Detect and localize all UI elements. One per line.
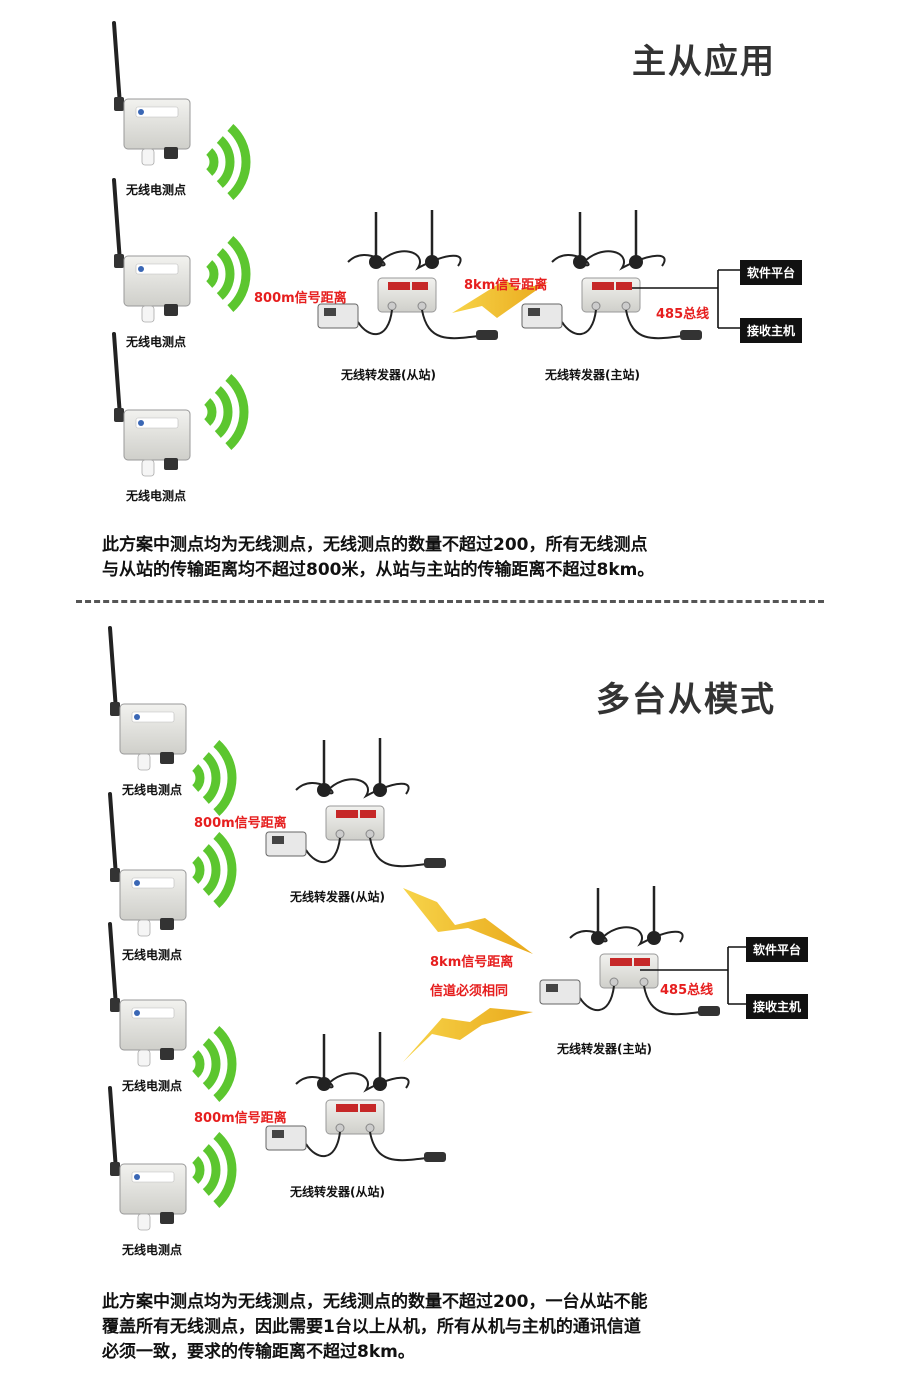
section-divider (76, 600, 824, 603)
description-line: 此方案中测点均为无线测点，无线测点的数量不超过200，一台从站不能 (102, 1292, 648, 1312)
sensor-label: 无线电测点 (126, 489, 187, 503)
description-line: 与从站的传输距离均不超过800米，从站与主站的传输距离不超过8km。 (102, 560, 655, 580)
signal-waves-icon (203, 374, 249, 450)
software-platform-box: 软件平台 (746, 937, 809, 962)
sensor-label: 无线电测点 (122, 1079, 183, 1093)
wireless-sensor-icon (108, 626, 187, 771)
repeater-slave-label: 无线转发器(从站) (290, 890, 385, 904)
description-line: 必须一致，要求的传输距离不超过8km。 (102, 1342, 415, 1362)
repeater-master-label: 无线转发器(主站) (545, 368, 640, 382)
signal-waves-icon (191, 740, 237, 816)
sensor-label: 无线电测点 (122, 783, 183, 797)
receiver-host-box: 接收主机 (746, 994, 809, 1019)
description-line: 覆盖所有无线测点，因此需要1台以上从机，所有从机与主机的通讯信道 (102, 1317, 641, 1337)
wireless-repeater-icon (265, 1032, 446, 1162)
receiver-host-box: 接收主机 (740, 318, 803, 343)
distance-800m-label: 800m信号距离 (194, 816, 287, 831)
channel-note-label: 信道必须相同 (430, 984, 509, 999)
signal-waves-icon (191, 1132, 237, 1208)
distance-800m-label: 800m信号距离 (254, 291, 347, 306)
bus-line (640, 946, 746, 1005)
wireless-repeater-icon (265, 738, 446, 868)
lightning-layer (403, 280, 548, 1062)
wireless-repeater-icon (521, 210, 702, 340)
sensor-label: 无线电测点 (122, 1243, 183, 1257)
signal-waves-layer (191, 124, 251, 1208)
bus-line (632, 269, 740, 329)
distance-8km-label: 8km信号距离 (430, 955, 514, 970)
bus-485-label: 485总线 (660, 983, 714, 998)
signal-waves-icon (191, 1026, 237, 1102)
signal-waves-icon (191, 832, 237, 908)
repeater-slave-label: 无线转发器(从站) (341, 368, 436, 382)
wireless-repeater-icon (539, 886, 720, 1016)
sensor-label: 无线电测点 (126, 335, 187, 349)
lightning-bolt-icon (403, 888, 533, 954)
distance-800m-label: 800m信号距离 (194, 1111, 287, 1126)
lightning-bolt-icon (403, 1008, 533, 1062)
repeater-master-label: 无线转发器(主站) (557, 1042, 652, 1056)
repeater-slave-label: 无线转发器(从站) (290, 1185, 385, 1199)
wireless-sensor-icon (108, 792, 187, 937)
wireless-sensor-icon (112, 178, 191, 323)
signal-waves-icon (205, 236, 251, 312)
section2-title: 多台从模式 (596, 680, 776, 720)
section2-description: 此方案中测点均为无线测点，无线测点的数量不超过200，一台从站不能 覆盖所有无线… (102, 1290, 822, 1365)
section1-title: 主从应用 (632, 42, 776, 82)
bus-485-label: 485总线 (656, 307, 710, 322)
wireless-repeater-icon (317, 210, 498, 340)
description-line: 此方案中测点均为无线测点，无线测点的数量不超过200，所有无线测点 (102, 535, 648, 555)
sensor-label: 无线电测点 (122, 948, 183, 962)
wireless-sensor-icon (108, 922, 187, 1067)
software-platform-box: 软件平台 (740, 260, 803, 285)
wireless-sensor-icon (112, 332, 191, 477)
section1-description: 此方案中测点均为无线测点，无线测点的数量不超过200，所有无线测点 与从站的传输… (102, 533, 822, 583)
lightning-bolt-icon (452, 280, 548, 318)
bus-lines-layer (632, 269, 746, 1005)
sensors-layer (108, 21, 191, 1231)
wireless-sensor-icon (112, 21, 191, 166)
distance-8km-label: 8km信号距离 (464, 278, 548, 293)
signal-waves-icon (205, 124, 251, 200)
wireless-sensor-icon (108, 1086, 187, 1231)
sensor-label: 无线电测点 (126, 183, 187, 197)
repeaters-layer (265, 210, 720, 1162)
